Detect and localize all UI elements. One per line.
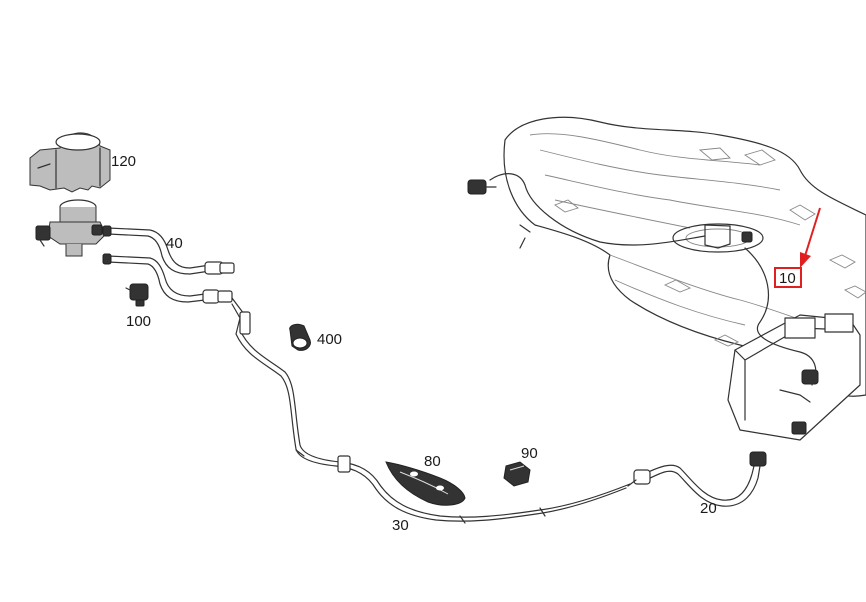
label-400: 400	[317, 331, 342, 348]
label-20: 20	[700, 500, 717, 517]
label-90: 90	[521, 445, 538, 462]
high-pressure-pump	[35, 199, 107, 257]
part-40-fuel-lines	[102, 225, 235, 304]
part-80-guard	[385, 461, 466, 506]
part-120-cover	[29, 132, 111, 193]
label-30: 30	[392, 517, 409, 534]
label-120: 120	[111, 153, 136, 170]
part-100-clip	[125, 283, 149, 307]
label-10: 10	[779, 270, 796, 287]
part-20-fuel-line	[627, 451, 767, 507]
label-100: 100	[126, 313, 151, 330]
part-30-fuel-line	[231, 297, 631, 524]
part-400-grommet	[289, 323, 311, 351]
part-90-block	[503, 461, 531, 487]
highlight-arrow	[800, 207, 821, 268]
label-40: 40	[166, 235, 183, 252]
label-80: 80	[424, 453, 441, 470]
label-10-highlight-box	[774, 267, 802, 288]
fuel-tank	[467, 116, 866, 441]
